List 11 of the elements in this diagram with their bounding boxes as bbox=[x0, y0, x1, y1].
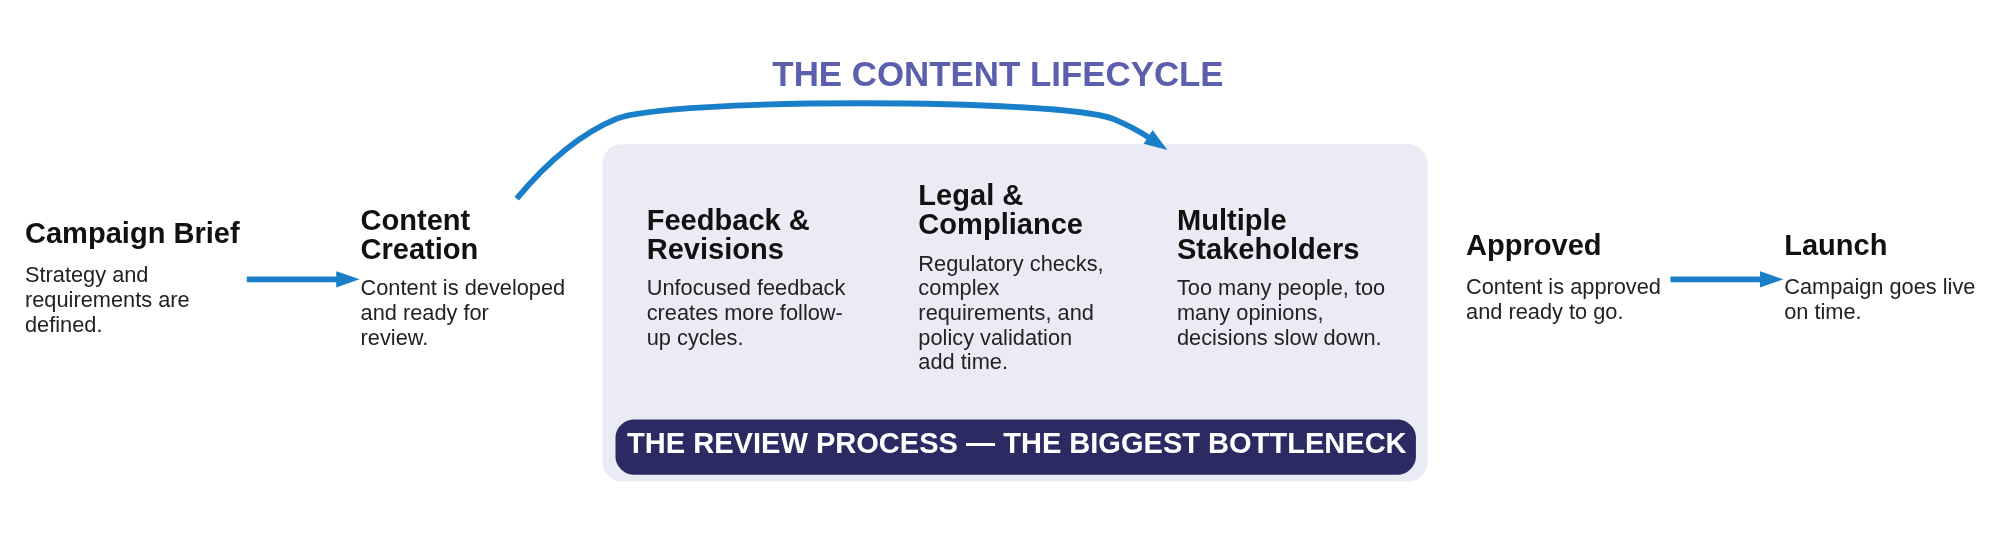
node-text: Content Creation Content is developed and ready for review. bbox=[360, 203, 566, 350]
node-text: Launch Campaign goes live on time. bbox=[1784, 228, 1976, 324]
node-text: Feedback & Revisions Unfocused feedback creates more follow-up cycles. bbox=[646, 203, 846, 350]
node-text: Approved Content is approved and ready to go. bbox=[1466, 228, 1661, 324]
node-text: Legal & Compliance Regulatory checks, complex requirements, and policy validation add time. bbox=[918, 178, 1104, 374]
arrow bbox=[1670, 270, 1784, 288]
node-text: Campaign Brief Strategy and requirements are defined. bbox=[24, 216, 240, 337]
arrow bbox=[514, 99, 1168, 200]
arrow bbox=[246, 270, 360, 288]
node-text: Multiple Stakeholders Too many people, too many opinions, decisions slow down. bbox=[1176, 203, 1386, 350]
diagram-title: THE CONTENT LIFECYCLE bbox=[772, 53, 1224, 93]
